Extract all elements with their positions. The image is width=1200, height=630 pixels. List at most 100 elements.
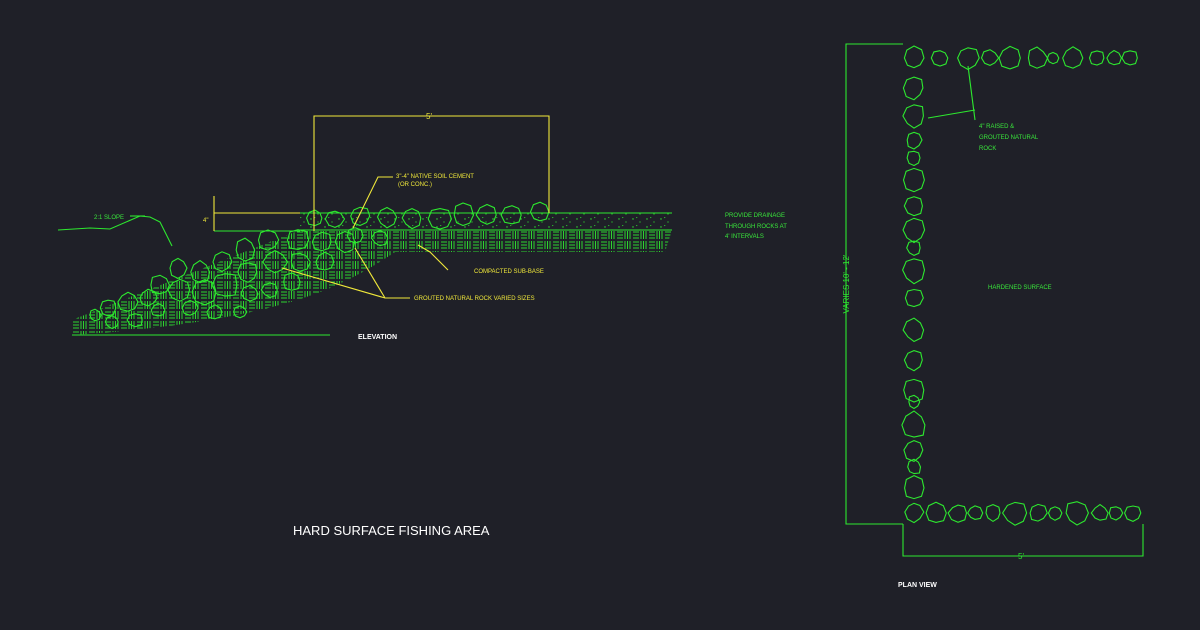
rock-outline <box>311 231 332 252</box>
rock-outline <box>906 131 923 150</box>
rock-outline <box>206 304 223 320</box>
rock-outline <box>346 227 364 244</box>
plan-rock-label-1: 4" RAISED & <box>979 124 1014 130</box>
rock-outline <box>904 288 924 308</box>
rock-outline <box>139 288 158 307</box>
width-dimension-label: 5' <box>426 112 432 121</box>
rock-outline <box>1121 50 1138 66</box>
rock-outline <box>1088 50 1105 66</box>
rock-outline <box>947 504 968 523</box>
rock-outline <box>906 240 921 257</box>
rock-outline <box>191 279 217 306</box>
drainage-label-3: 4' INTERVALS <box>725 234 764 240</box>
rock-outline <box>500 205 522 225</box>
rock-outline <box>930 50 949 67</box>
rock-outline <box>235 237 256 262</box>
rock-outline <box>1047 506 1063 521</box>
thickness-label: 4" <box>203 218 208 224</box>
rock-outline <box>956 47 980 71</box>
rock-outline <box>908 394 921 410</box>
subbase-hatch <box>72 230 672 335</box>
rock-outline <box>150 274 171 295</box>
rock-leader-2 <box>354 247 386 299</box>
soil-cement-label-1: 3"-4" NATIVE SOIL CEMENT <box>396 174 474 180</box>
rock-outline <box>117 291 139 312</box>
rock-outline <box>167 278 191 302</box>
rock-outline <box>104 315 119 330</box>
rock-outline <box>260 282 278 298</box>
rock-outline <box>306 209 323 227</box>
rock-label: GROUTED NATURAL ROCK VARIED SIZES <box>414 296 535 302</box>
plan-view-drawing: VARIES 10' - 12' 5' 4" RAISED & GROUTED … <box>842 43 1144 589</box>
length-dimension <box>845 43 903 525</box>
rock-outline <box>401 207 422 230</box>
rock-outline <box>237 262 258 283</box>
rock-outline <box>1029 503 1048 522</box>
drawing-title: HARD SURFACE FISHING AREA <box>293 523 490 538</box>
drainage-label-1: PROVIDE DRAINAGE <box>725 213 785 219</box>
rock-outline <box>453 202 475 227</box>
soil-cement-leader <box>352 176 393 229</box>
rock-outline <box>99 299 117 317</box>
soil-cement-layer <box>300 213 672 230</box>
rock-outline <box>257 229 280 251</box>
subbase-leader <box>417 244 449 271</box>
rock-outline <box>901 258 926 285</box>
rock-outline <box>370 230 389 247</box>
rock-outline <box>902 317 925 343</box>
plan-rock-leader-a <box>967 65 976 121</box>
rock-outline <box>1027 46 1049 69</box>
plan-rock-label-2: GROUTED NATURAL <box>979 135 1039 141</box>
rock-outline <box>286 229 310 250</box>
rock-outline <box>1065 501 1089 526</box>
rock-outline <box>169 257 188 280</box>
rock-outline <box>324 210 346 228</box>
rock-outline <box>904 474 925 500</box>
elevation-rocks <box>89 201 550 330</box>
rock-outline <box>475 203 497 225</box>
rock-outline <box>907 458 922 475</box>
rock-outline <box>190 259 211 284</box>
rock-outline <box>1001 501 1028 526</box>
rock-outline <box>181 299 199 316</box>
rock-outline <box>903 440 924 463</box>
width-dimension <box>313 115 550 231</box>
rock-outline <box>902 217 926 244</box>
rock-outline <box>903 196 923 217</box>
rock-outline <box>150 302 166 317</box>
rock-outline <box>233 305 248 319</box>
plan-width-dimension <box>902 524 1144 557</box>
rock-outline <box>903 45 925 69</box>
rock-outline <box>901 410 926 438</box>
rock-outline <box>212 251 233 272</box>
plan-rock-leader-b <box>927 109 976 119</box>
rock-outline <box>1062 46 1084 69</box>
rock-outline <box>126 313 143 328</box>
rock-outline <box>1108 506 1124 521</box>
drainage-label-2: THROUGH ROCKS AT <box>725 224 787 230</box>
subbase-label: COMPACTED SUB-BASE <box>474 269 544 275</box>
elevation-drawing: 5' 4" 2:1 SLOPE 3"-4" NATIVE SOIL CEMENT… <box>57 112 787 341</box>
rock-outline <box>902 76 924 101</box>
rock-outline <box>1046 51 1060 65</box>
rock-outline <box>529 201 550 222</box>
rock-outline <box>315 251 335 271</box>
plan-view-label: PLAN VIEW <box>898 582 937 589</box>
plan-rock-label-3: ROCK <box>979 146 996 152</box>
rock-outline <box>902 167 925 193</box>
rock-outline <box>906 150 921 167</box>
rock-outline <box>350 206 371 227</box>
rock-outline <box>211 273 238 297</box>
rock-outline <box>290 252 311 272</box>
rock-outline <box>903 350 923 372</box>
rock-outline <box>904 502 925 524</box>
rock-outline <box>925 501 947 523</box>
hardened-surface-label: HARDENED SURFACE <box>988 285 1052 291</box>
rock-outline <box>903 378 925 403</box>
rock-outline <box>1106 49 1122 66</box>
rock-outline <box>980 49 1000 67</box>
rock-outline <box>967 505 984 520</box>
rock-outline <box>376 206 398 229</box>
rock-outline <box>902 104 924 129</box>
